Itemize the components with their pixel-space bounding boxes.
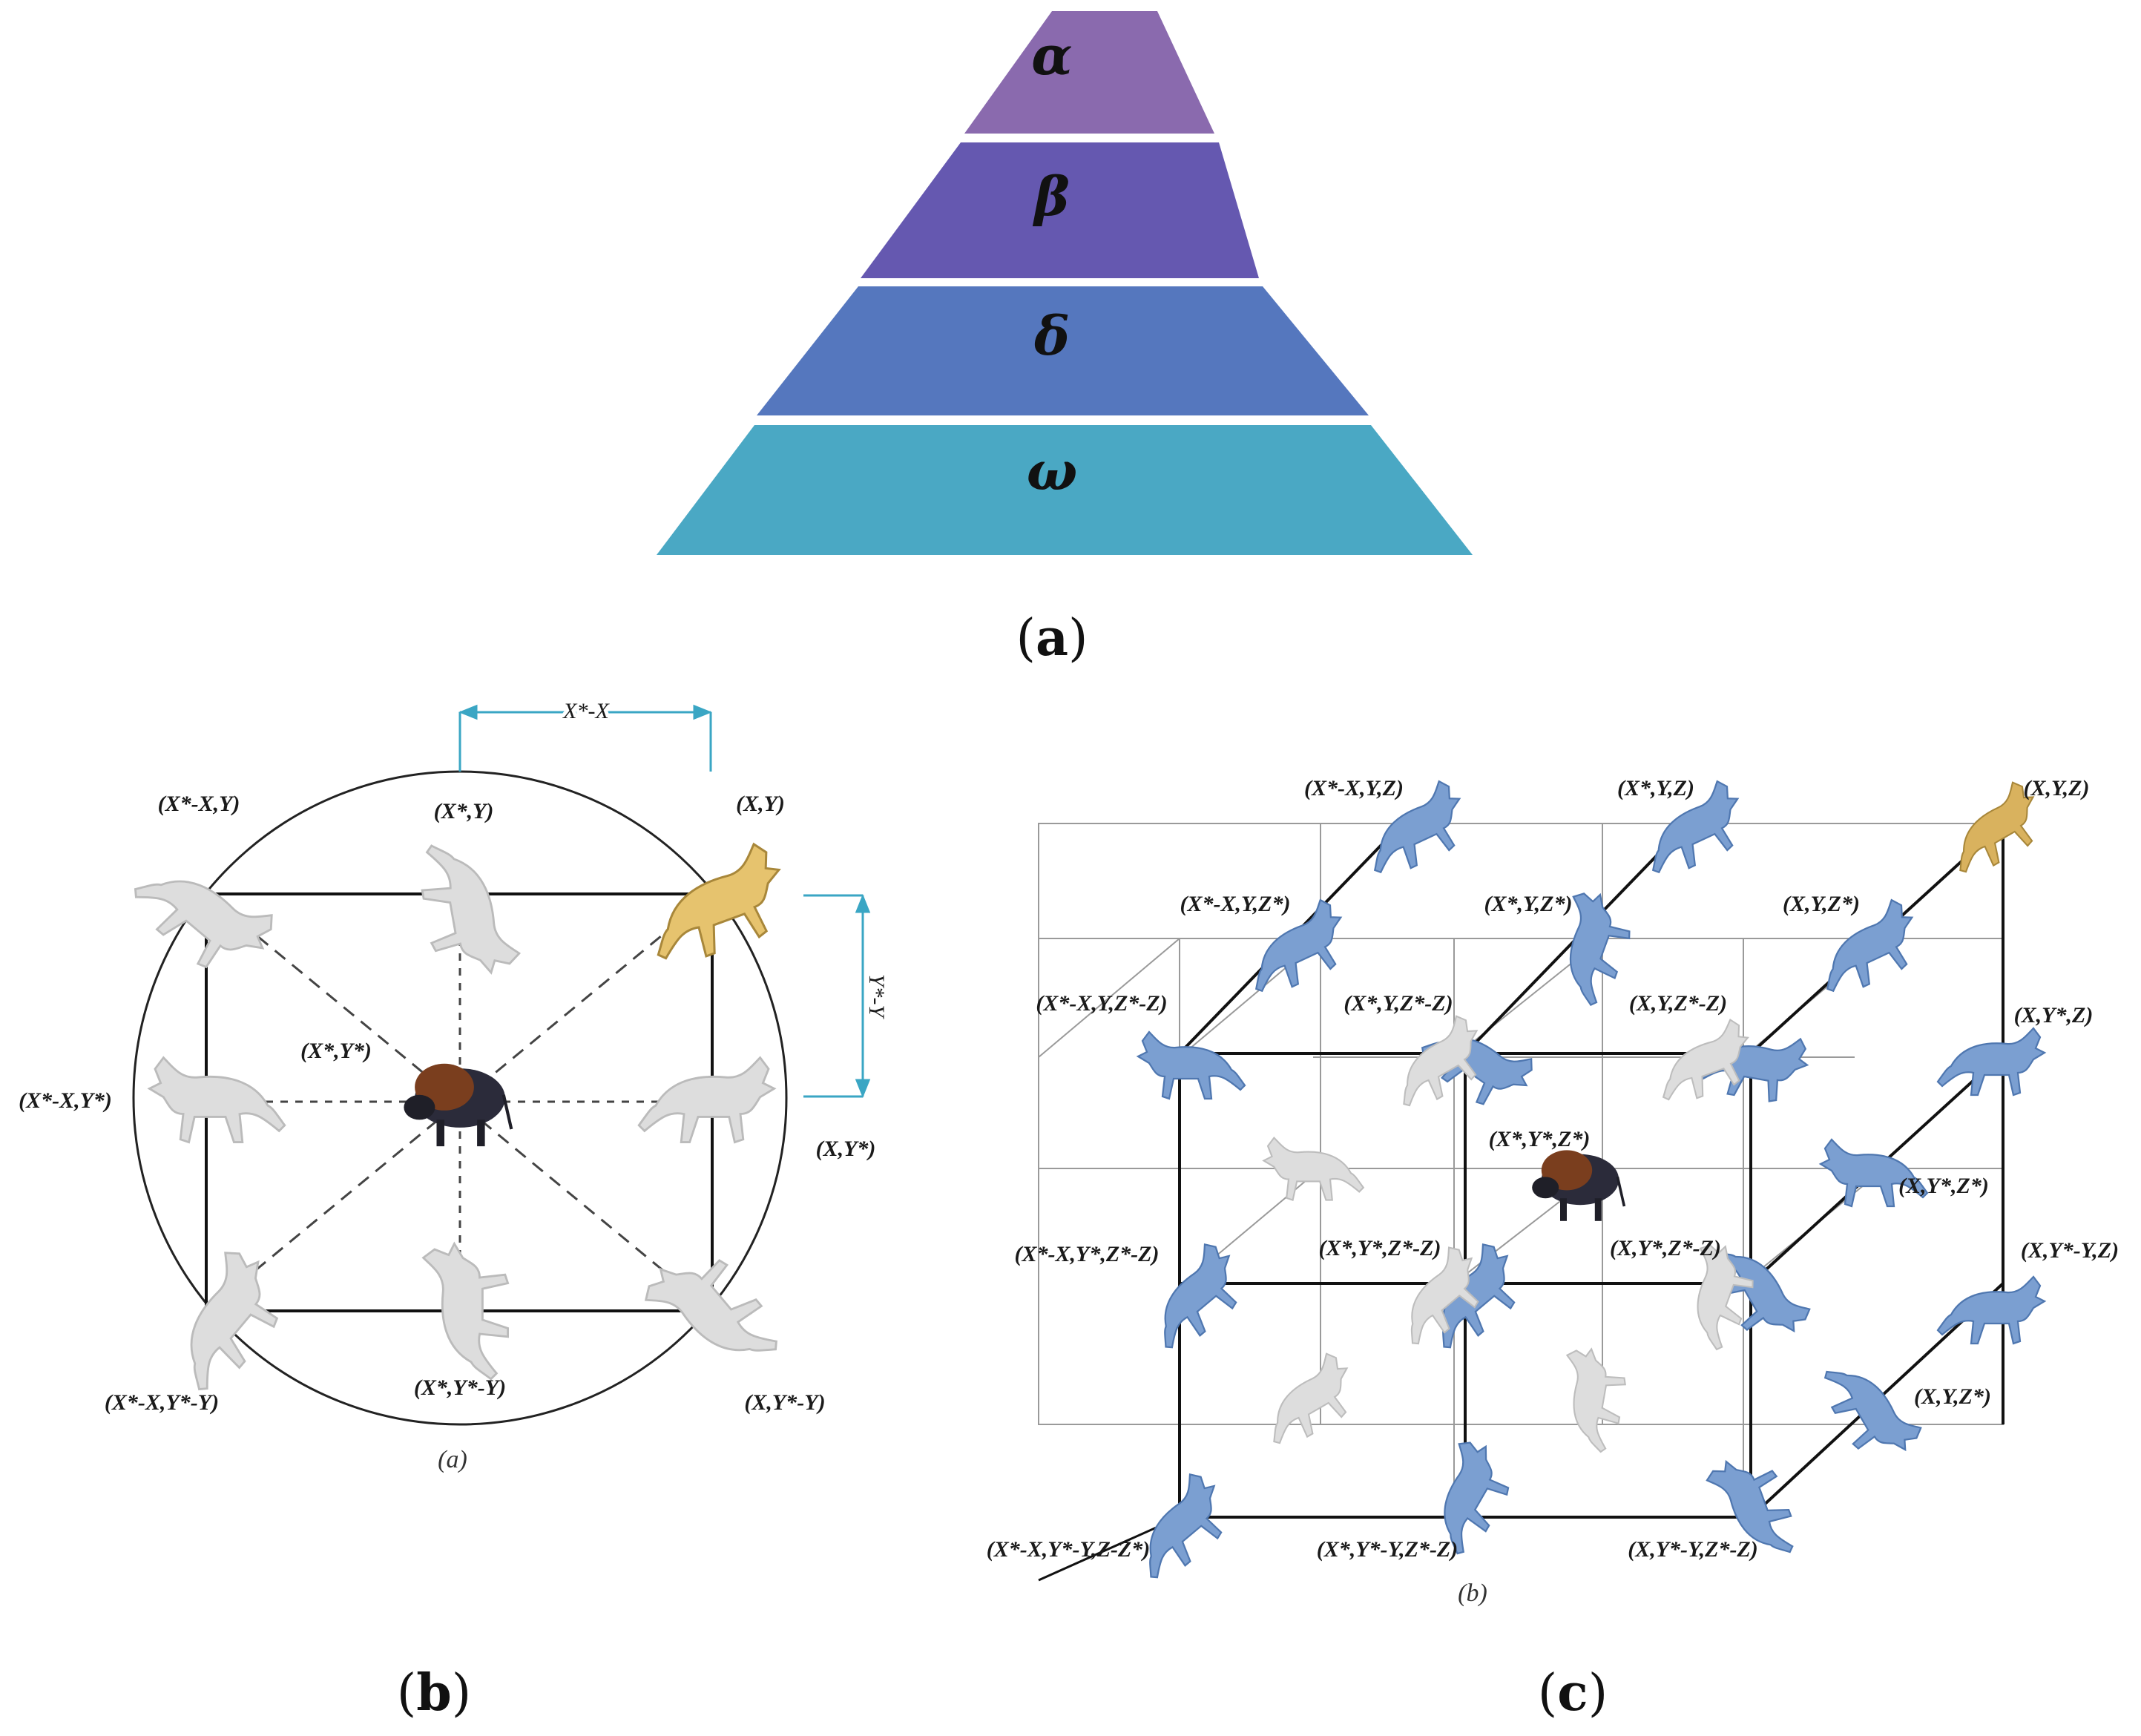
panel-c-subcaption: (b) [1458,1579,1487,1607]
label-c-14: (X,Y*,Z*-Z) [1610,1236,1721,1260]
label-c-19: (X,Y*-Y,Z*-Z) [1628,1537,1758,1562]
wolf-bottom-left [146,1240,300,1401]
label-bl: (X*-X,Y*-Y) [105,1390,219,1415]
label-c-11: (X,Y*,Z*) [1898,1174,1989,1198]
wolf-c-14 [1936,1275,2046,1345]
tier-label-omega: ω [1027,439,1078,502]
label-ml: (X*-X,Y*) [19,1088,112,1113]
tier-label-delta: δ [1033,304,1070,367]
wolf-top-center [413,832,523,983]
tier-alpha [964,11,1214,134]
panel-b-2d-positions: X*-X Y*-Y (X*-X,Y) (X*,Y) (X,Y) (X*,Y*) … [19,695,892,1723]
label-c-13: (X*,Y*,Z*-Z) [1319,1236,1441,1260]
tier-label-beta: β [1032,165,1070,228]
wolf-c-15 [1814,1344,1927,1472]
prey-bison [404,1064,511,1146]
label-tr: (X,Y) [736,792,785,816]
label-c-10: (X*,Y*,Z*) [1489,1127,1591,1151]
dimension-y-label: Y*-Y [864,974,889,1020]
label-tl: (X*-X,Y) [158,792,240,816]
panel-b-caption: (b) [397,1663,472,1723]
dimension-x-label: X*-X [562,699,610,723]
wolf-c-09 [1936,1027,2046,1096]
wolf-mid-right [637,1056,776,1144]
label-tc: (X*,Y) [434,799,494,823]
label-c-03: (X*-X,Y,Z*) [1180,892,1291,916]
tier-beta [861,142,1259,278]
panel-a-pyramid: α β δ ω (a) [657,11,1473,668]
wolf-alpha [632,838,800,973]
label-c-05: (X,Y,Z*) [1783,892,1860,916]
ghost-wolf-3 [1263,1137,1364,1201]
tier-omega [657,425,1473,555]
label-bc: (X*,Y*-Y) [414,1375,506,1400]
label-c-15: (X,Y*-Y,Z) [2021,1238,2119,1263]
label-c-18: (X*,Y*-Y,Z*-Z) [1317,1537,1458,1562]
label-c-16: (X,Y,Z*) [1914,1384,1991,1409]
dimension-x [458,704,713,772]
panel-c-caption: (c) [1538,1663,1608,1723]
dimension-y [803,893,871,1099]
panel-c-3d-positions: (X*-X,Y,Z) (X*,Y,Z) (X,Y,Z) (X*-X,Y,Z*) … [987,775,2119,1723]
label-c-06: (X*-X,Y,Z*-Z) [1036,991,1167,1016]
label-center: (X*,Y*) [300,1039,372,1063]
wolf-top-left [123,836,284,990]
wolf-mid-left [148,1056,286,1144]
label-c-12: (X*-X,Y*,Z*-Z) [1015,1242,1160,1266]
label-c-04: (X*,Y,Z*) [1484,892,1573,916]
panel-a-caption: (a) [1016,608,1088,668]
ghost-wolf-6 [1248,1347,1368,1453]
tier-label-alpha: α [1031,24,1072,87]
label-mr: (X,Y*) [816,1137,876,1161]
ghost-wolf-7 [1550,1344,1631,1456]
label-c-17: (X*-X,Y*-Y,Z-Z*) [987,1537,1151,1562]
label-c-09: (X,Y*,Z) [2014,1003,2094,1028]
label-c-00: (X*-X,Y,Z) [1304,776,1404,800]
label-br: (X,Y*-Y) [744,1390,825,1415]
tier-delta [757,286,1369,415]
label-c-08: (X,Y,Z*-Z) [1629,991,1727,1016]
panel-b-subcaption: (a) [438,1446,467,1473]
prey-bison-3d [1530,1148,1626,1223]
label-c-07: (X*,Y,Z*-Z) [1344,991,1453,1016]
label-c-02: (X,Y,Z) [2024,776,2090,800]
label-c-01: (X*,Y,Z) [1617,776,1694,800]
